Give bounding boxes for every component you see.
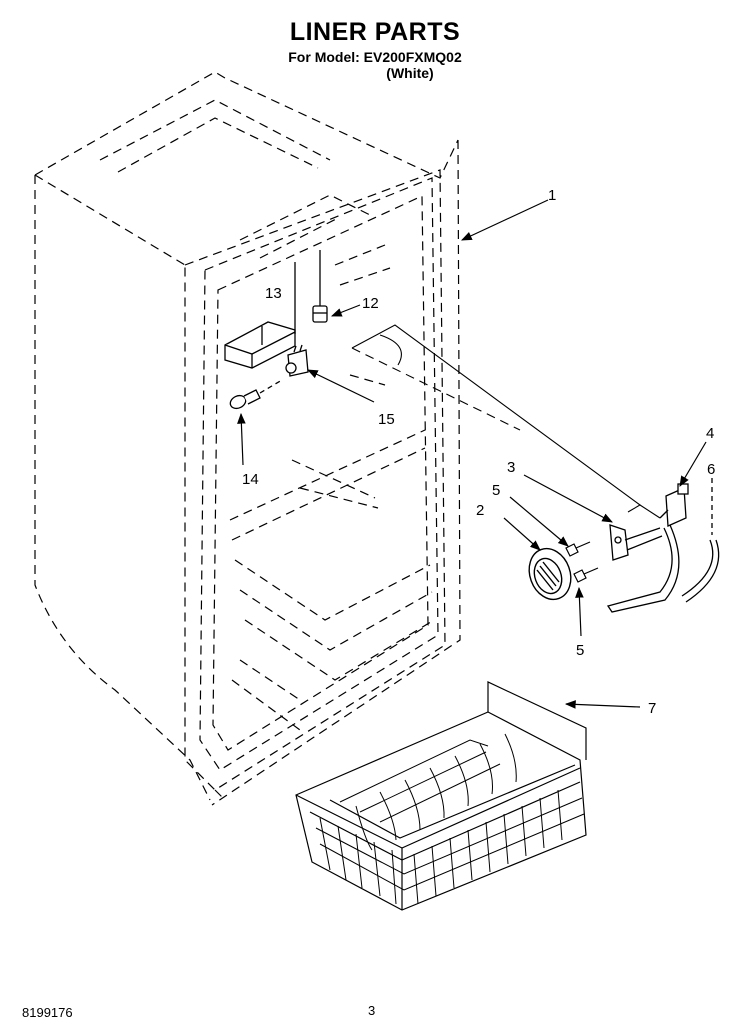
callout-2: 2 — [476, 502, 484, 519]
light-bulb-part — [229, 379, 283, 410]
model-variant: (White) — [386, 65, 434, 81]
screw-part — [565, 541, 599, 583]
wire-basket-part — [295, 681, 587, 911]
callout-6: 6 — [707, 461, 715, 478]
clip-part — [312, 250, 328, 323]
callout-15: 15 — [378, 411, 395, 428]
page-title: LINER PARTS — [289, 18, 461, 46]
drain-tube-part — [681, 478, 720, 603]
thermostat-part — [606, 483, 689, 613]
page-number: 3 — [368, 1003, 376, 1018]
callout-3: 3 — [507, 459, 515, 476]
capillary-line — [351, 324, 661, 519]
callout-7: 7 — [648, 700, 656, 717]
callout-5-upper: 5 — [492, 482, 500, 499]
document-number: 8199176 — [22, 1005, 73, 1020]
thermostat-bracket-part — [609, 524, 663, 561]
callout-1: 1 — [548, 187, 556, 204]
thermostat-knob-part — [528, 547, 572, 601]
leader-lines — [237, 199, 707, 709]
model-line: For Model: EV200FXMQ02 — [288, 49, 462, 65]
light-socket-part — [285, 344, 309, 377]
callout-14: 14 — [242, 471, 259, 488]
liner-cabinet — [34, 71, 461, 806]
callout-4: 4 — [706, 425, 714, 442]
callout-13: 13 — [265, 285, 282, 302]
callout-12: 12 — [362, 295, 379, 312]
light-housing-part — [224, 262, 296, 369]
callout-5-lower: 5 — [576, 642, 584, 659]
